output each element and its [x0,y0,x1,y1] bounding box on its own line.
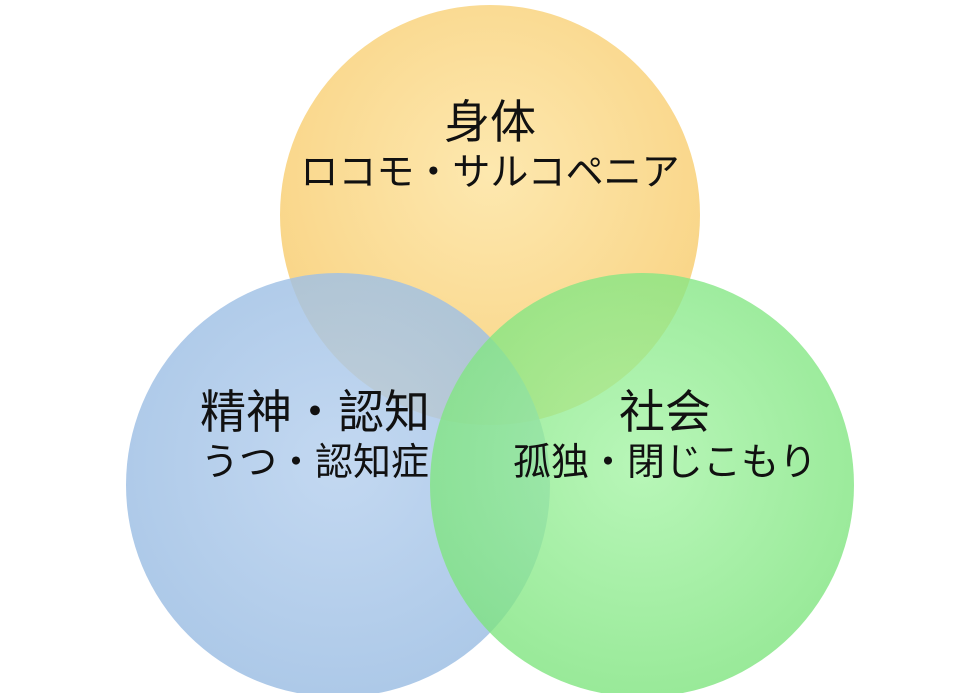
label-social: 社会 孤独・閉じこもり [490,385,840,486]
social-subtitle: 孤独・閉じこもり [512,440,817,485]
circle-social [430,273,854,693]
mental-title: 精神・認知 [200,385,430,439]
social-title: 社会 [619,385,711,439]
circle-mental [126,273,550,693]
body-title: 身体 [444,95,536,149]
mental-subtitle: うつ・認知症 [200,440,429,485]
body-subtitle: ロコモ・サルコペニア [300,150,680,195]
label-mental: 精神・認知 うつ・認知症 [150,385,480,486]
label-body: 身体 ロコモ・サルコペニア [300,95,680,196]
